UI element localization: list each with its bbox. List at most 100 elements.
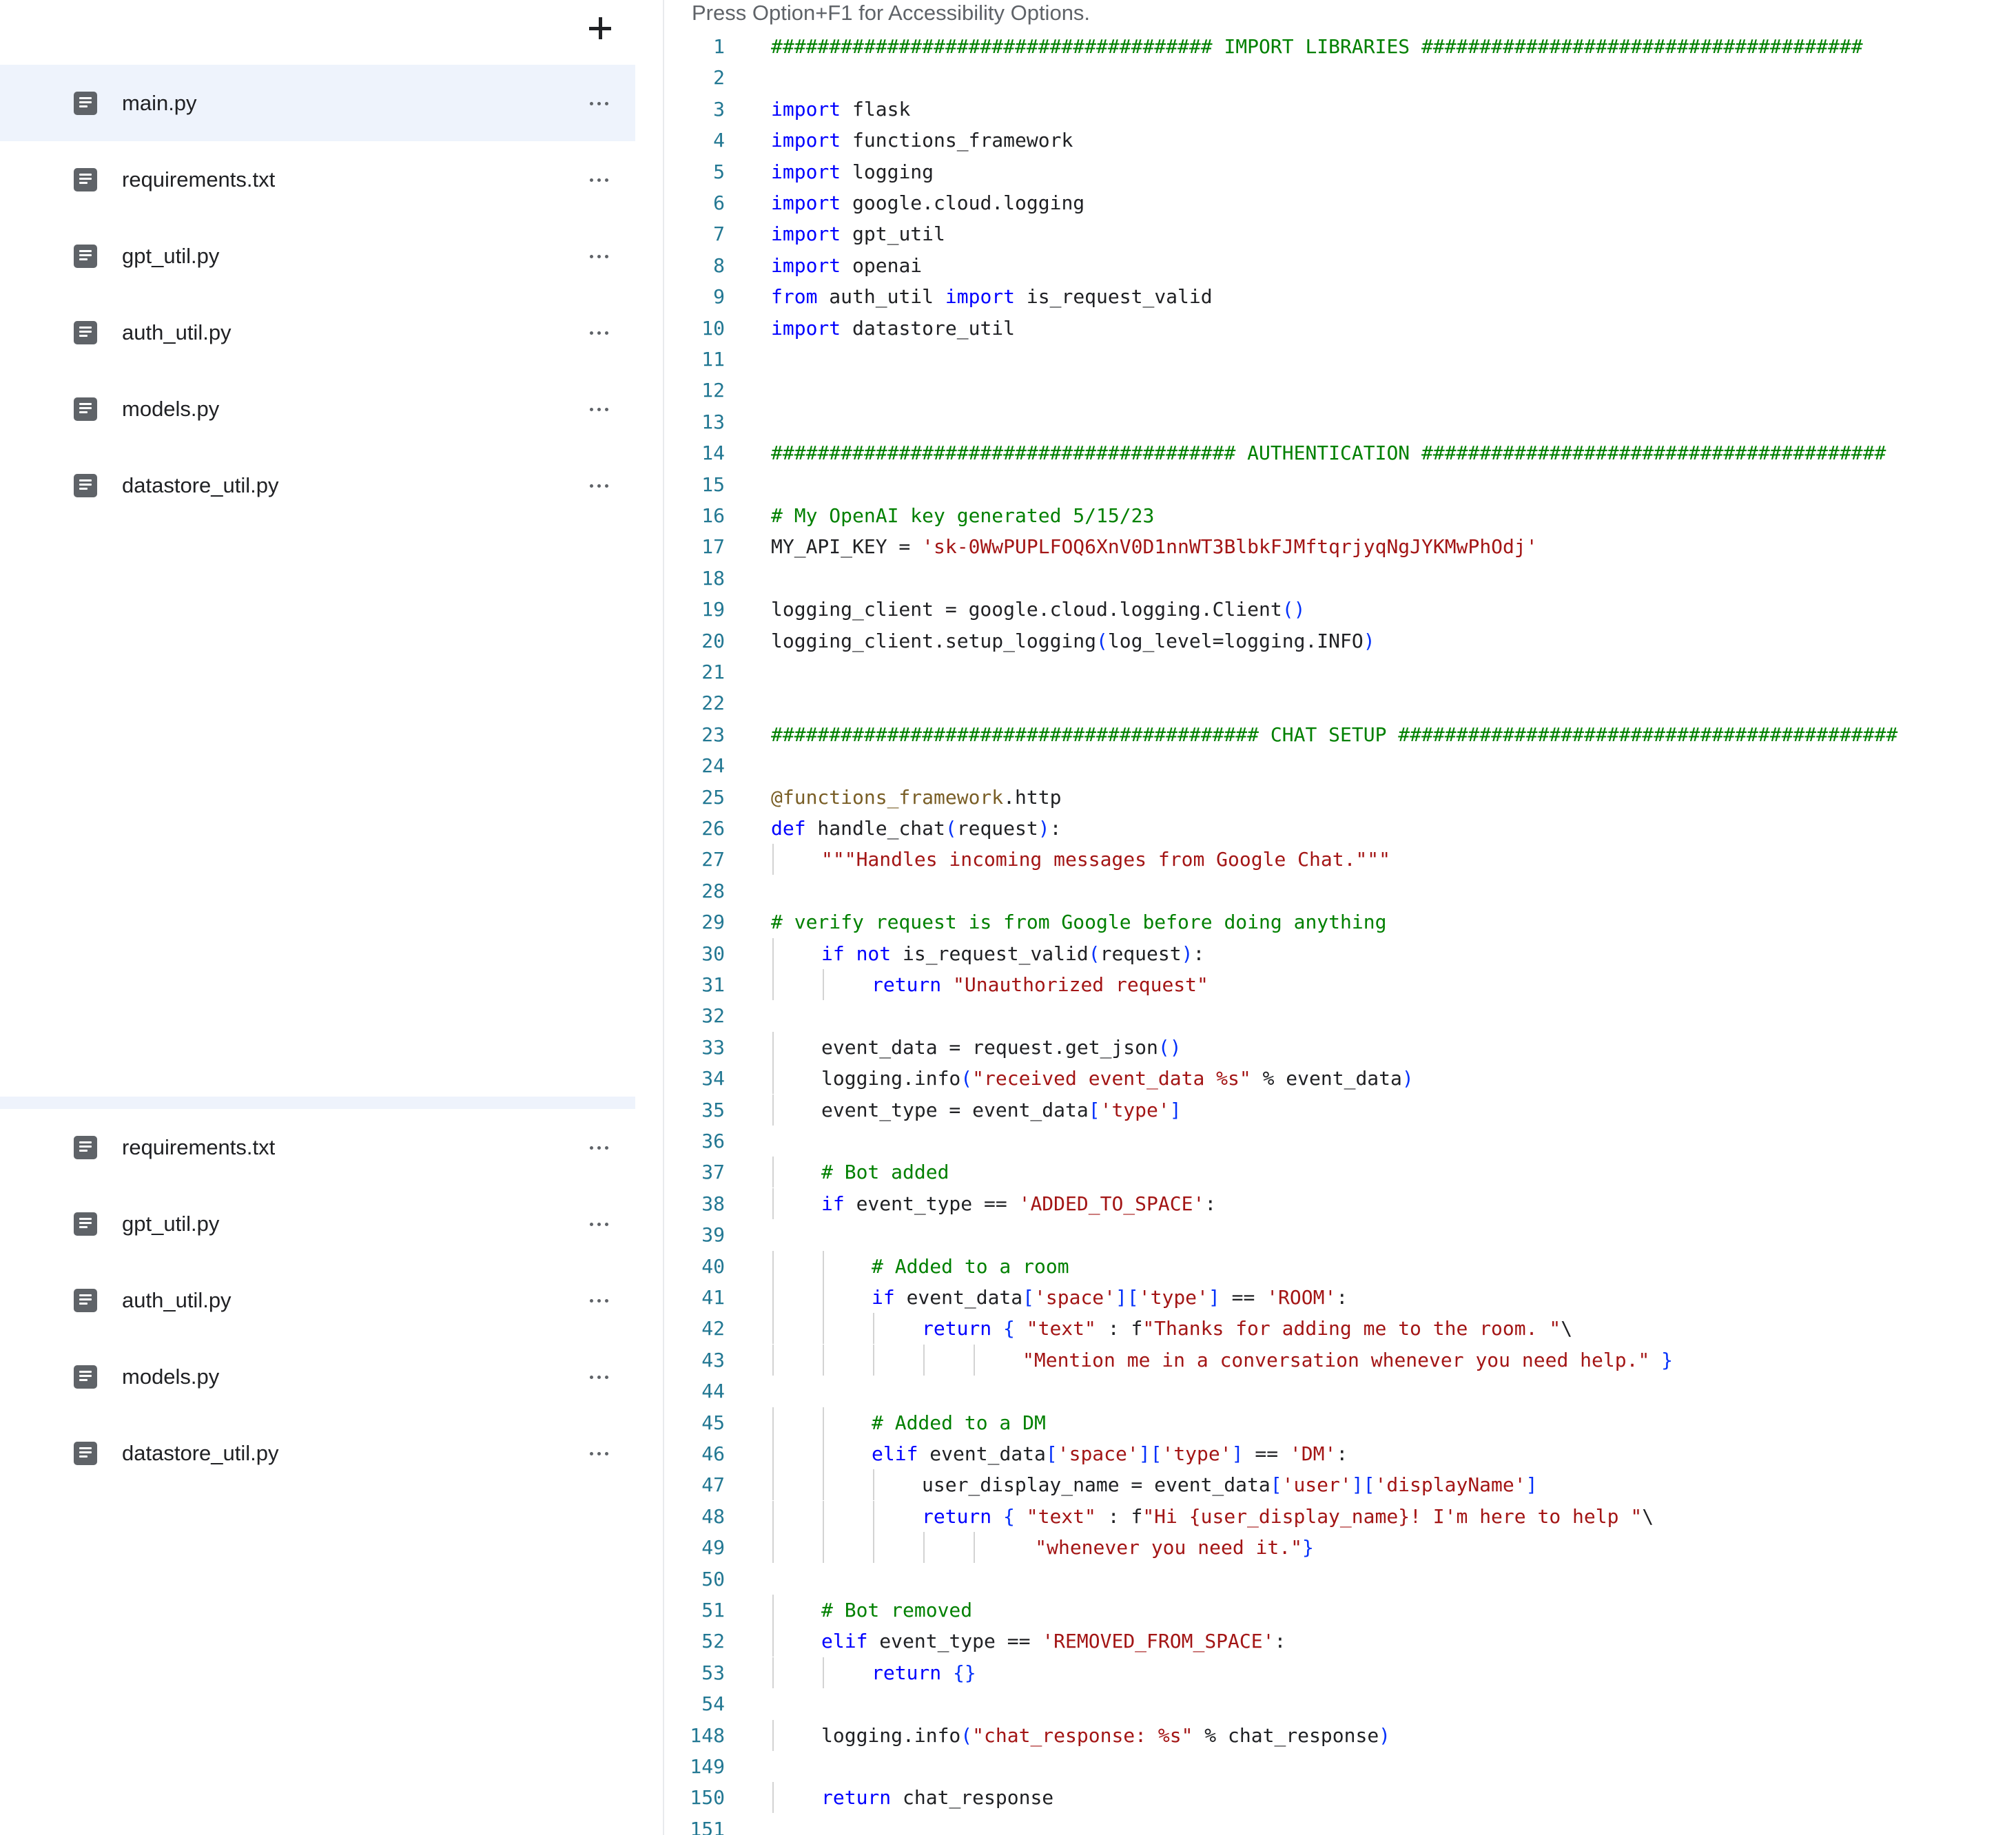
indent-guide <box>823 1344 824 1376</box>
code-token: } <box>1661 1348 1674 1371</box>
document-icon <box>74 1442 97 1465</box>
code-line: 151 <box>664 1814 2016 1835</box>
code-line: 21 <box>664 656 2016 687</box>
code-token: # Bot added <box>821 1161 949 1184</box>
code-token: openai <box>841 253 923 277</box>
code-text: ########################################… <box>771 719 1897 750</box>
code-token: [ <box>1270 1473 1282 1497</box>
code-token: : <box>1204 1192 1217 1215</box>
document-icon <box>74 321 97 344</box>
more-options-button[interactable] <box>587 167 612 192</box>
code-text: elif event_type == 'REMOVED_FROM_SPACE': <box>821 1626 1286 1657</box>
more-options-button[interactable] <box>587 1288 612 1313</box>
code-text: if event_type == 'ADDED_TO_SPACE': <box>821 1188 1216 1219</box>
code-text: user_display_name = event_data['user']['… <box>922 1469 1537 1500</box>
file-item[interactable]: main.py <box>0 65 635 141</box>
more-horizontal-icon-dot <box>597 484 601 488</box>
code-token: \ <box>1642 1504 1654 1528</box>
more-options-button[interactable] <box>587 473 612 498</box>
file-item[interactable]: auth_util.py <box>0 294 635 371</box>
line-number: 17 <box>701 535 725 559</box>
code-token: : f <box>1096 1504 1143 1528</box>
code-token: 'ADDED_TO_SPACE' <box>1018 1192 1205 1215</box>
file-name: auth_util.py <box>122 320 232 344</box>
file-item[interactable]: auth_util.py <box>0 1262 635 1338</box>
more-options-button[interactable] <box>587 1365 612 1389</box>
code-token: == <box>1220 1286 1267 1309</box>
code-token: } <box>1302 1536 1314 1559</box>
more-options-button[interactable] <box>587 1135 612 1160</box>
code-token: ] <box>1169 1098 1182 1121</box>
code-token: { <box>1003 1317 1015 1340</box>
code-line: 149 <box>664 1751 2016 1782</box>
indent-guide <box>772 1407 774 1438</box>
file-item[interactable]: datastore_util.py <box>0 1415 635 1491</box>
indent-guide <box>974 1344 975 1376</box>
more-options-button[interactable] <box>587 244 612 269</box>
code-token: ) <box>1181 942 1193 965</box>
code-token: : <box>1193 942 1205 965</box>
indent-guide <box>772 1657 774 1688</box>
file-item[interactable]: requirements.txt <box>0 141 635 218</box>
more-options-button[interactable] <box>587 320 612 345</box>
more-options-button[interactable] <box>587 397 612 422</box>
code-line: 23######################################… <box>664 719 2016 750</box>
more-horizontal-icon-dot <box>590 484 593 488</box>
more-options-button[interactable] <box>587 1212 612 1236</box>
file-item[interactable]: gpt_util.py <box>0 1185 635 1262</box>
more-horizontal-icon-dot <box>597 178 601 182</box>
code-token: import <box>771 222 841 246</box>
line-number: 7 <box>713 222 725 246</box>
more-options-button[interactable] <box>587 91 612 116</box>
line-number: 47 <box>701 1473 725 1497</box>
code-token: % event_data <box>1251 1067 1402 1090</box>
document-icon <box>74 1212 97 1236</box>
code-token: : f <box>1096 1317 1143 1340</box>
code-token: : <box>1049 817 1062 840</box>
code-line: 28 <box>664 875 2016 906</box>
code-text: # Added to a room <box>872 1251 1069 1282</box>
code-token: gpt_util <box>841 222 945 246</box>
code-token: return <box>821 1786 892 1810</box>
code-text: event_data = request.get_json() <box>821 1032 1182 1063</box>
indent-guide <box>823 969 824 1000</box>
line-number: 38 <box>701 1192 725 1215</box>
code-text: event_type = event_data['type'] <box>821 1095 1182 1126</box>
more-horizontal-icon-dot <box>590 1376 593 1379</box>
code-token <box>991 1505 1003 1528</box>
file-item[interactable]: models.py <box>0 371 635 447</box>
file-name: models.py <box>122 397 220 421</box>
line-number: 49 <box>701 1536 725 1559</box>
file-item[interactable]: gpt_util.py <box>0 218 635 294</box>
code-line: 25@functions_framework.http <box>664 782 2016 813</box>
file-item[interactable]: models.py <box>0 1338 635 1415</box>
code-token: # verify request is from Google before d… <box>771 911 1387 934</box>
code-line: 40# Added to a room <box>664 1250 2016 1282</box>
code-token: google.cloud.logging <box>841 191 1085 214</box>
file-item[interactable]: datastore_util.py <box>0 447 635 523</box>
more-options-button[interactable] <box>587 1441 612 1466</box>
more-horizontal-icon-dot <box>590 255 593 258</box>
code-token: if <box>821 942 845 965</box>
indent-guide <box>772 1344 774 1376</box>
line-number: 16 <box>701 504 725 527</box>
document-icon <box>74 1289 97 1312</box>
more-horizontal-icon-dot <box>605 1146 608 1150</box>
add-file-button[interactable] <box>582 10 618 46</box>
line-number: 24 <box>701 754 725 778</box>
indent-guide <box>823 1532 824 1564</box>
panel-divider[interactable] <box>663 0 664 1835</box>
code-line: 45# Added to a DM <box>664 1407 2016 1438</box>
line-number: 48 <box>701 1504 725 1528</box>
code-editor[interactable]: Press Option+F1 for Accessibility Option… <box>664 0 2016 1835</box>
file-item[interactable]: requirements.txt <box>0 1109 635 1185</box>
indent-guide <box>823 1313 824 1345</box>
code-token: "chat_response: %s" <box>972 1723 1193 1747</box>
code-token <box>845 942 856 965</box>
code-token: from <box>771 285 818 309</box>
